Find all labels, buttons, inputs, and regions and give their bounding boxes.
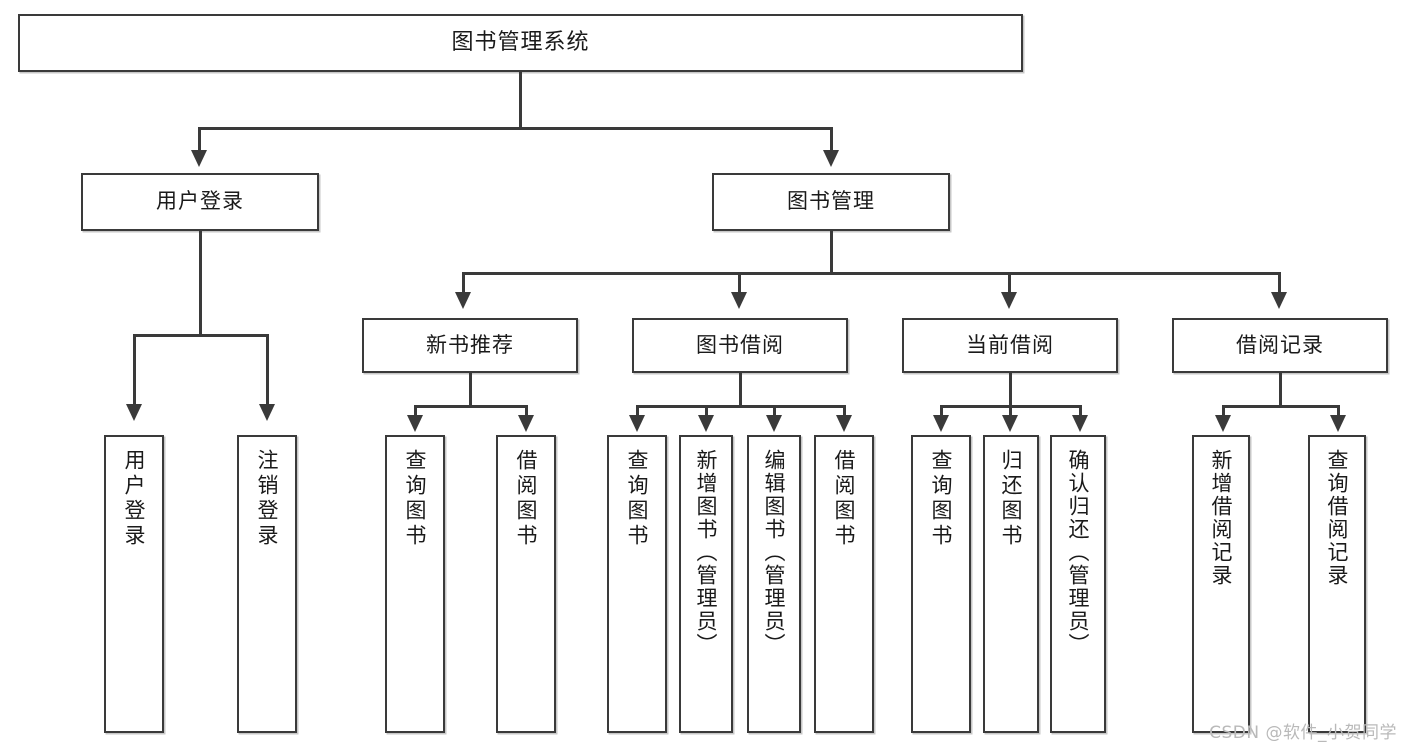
node-label: 图书管理系统 (451, 29, 590, 55)
arrowhead-to-user-login (191, 150, 207, 167)
leaf-query-record[interactable]: 查询借阅记录 (1308, 435, 1366, 733)
leaf-borrow-book-2[interactable]: 借阅图书 (814, 435, 874, 733)
leaf-label: 注销登录 (255, 449, 280, 549)
connector-currentborrow-drop-3 (1079, 405, 1082, 417)
connector-user-login-drop-1 (133, 334, 136, 406)
arrowhead-leaf-add-book (698, 415, 714, 432)
connector-book-manage-stem (830, 231, 833, 274)
connector-newbook-bus (414, 405, 527, 408)
leaf-label: 新增借阅记录 (1209, 449, 1234, 587)
connector-book-manage-drop-1 (462, 272, 465, 294)
arrowhead-leaf-query-book-2 (629, 415, 645, 432)
arrowhead-leaf-logout-login (259, 404, 275, 421)
node-label: 借阅记录 (1236, 332, 1324, 357)
connector-root-stem (519, 72, 522, 127)
arrowhead-leaf-add-record (1215, 415, 1231, 432)
node-new-book-recommend[interactable]: 新书推荐 (362, 318, 578, 373)
connector-newbook-drop-2 (525, 405, 528, 417)
leaf-confirm-return[interactable]: 确认归还（管理员） (1050, 435, 1106, 733)
arrowhead-leaf-query-record (1330, 415, 1346, 432)
connector-currentborrow-drop-2 (1009, 405, 1012, 417)
connector-root-drop-right (830, 127, 833, 152)
arrowhead-new-book-recommend (455, 292, 471, 309)
arrowhead-leaf-borrow-book-2 (836, 415, 852, 432)
connector-borrowrecord-stem (1279, 373, 1282, 407)
leaf-label: 查询图书 (625, 449, 650, 549)
arrowhead-book-borrow (731, 292, 747, 309)
node-label: 图书管理 (787, 189, 875, 214)
connector-borrowrecord-bus (1222, 405, 1339, 408)
leaf-query-book-1[interactable]: 查询图书 (385, 435, 445, 733)
node-label: 当前借阅 (966, 332, 1054, 357)
arrowhead-current-borrow (1001, 292, 1017, 309)
arrowhead-leaf-user-login (126, 404, 142, 421)
connector-book-manage-bus (462, 272, 1280, 275)
node-book-borrow[interactable]: 图书借阅 (632, 318, 848, 373)
leaf-label: 查询图书 (929, 449, 954, 549)
leaf-label: 用户登录 (122, 449, 147, 549)
connector-user-login-drop-2 (266, 334, 269, 406)
arrowhead-to-book-manage (823, 150, 839, 167)
connector-bookborrow-bus (636, 405, 845, 408)
arrowhead-leaf-query-book-3 (933, 415, 949, 432)
arrowhead-leaf-query-book-1 (407, 415, 423, 432)
connector-user-login-stem (199, 231, 202, 336)
leaf-label: 确认归还（管理员） (1066, 449, 1091, 656)
leaf-label: 借阅图书 (832, 449, 857, 549)
arrowhead-leaf-confirm-return (1072, 415, 1088, 432)
connector-bookborrow-drop-4 (843, 405, 846, 417)
connector-book-manage-drop-2 (738, 272, 741, 294)
connector-user-login-bus (133, 334, 268, 337)
leaf-label: 归还图书 (999, 449, 1024, 549)
connector-newbook-stem (469, 373, 472, 407)
connector-book-manage-drop-3 (1008, 272, 1011, 294)
connector-currentborrow-stem (1009, 373, 1012, 407)
leaf-edit-book[interactable]: 编辑图书（管理员） (747, 435, 801, 733)
connector-root-bus (198, 127, 832, 130)
leaf-label: 查询图书 (403, 449, 428, 549)
node-borrow-record[interactable]: 借阅记录 (1172, 318, 1388, 373)
leaf-borrow-book-1[interactable]: 借阅图书 (496, 435, 556, 733)
arrowhead-leaf-edit-book (766, 415, 782, 432)
connector-borrowrecord-drop-2 (1337, 405, 1340, 417)
connector-currentborrow-drop-1 (940, 405, 943, 417)
connector-borrowrecord-drop-1 (1222, 405, 1225, 417)
leaf-logout-login[interactable]: 注销登录 (237, 435, 297, 733)
connector-bookborrow-stem (739, 373, 742, 407)
leaf-add-book[interactable]: 新增图书（管理员） (679, 435, 733, 733)
arrowhead-leaf-return-book (1002, 415, 1018, 432)
connector-bookborrow-drop-2 (705, 405, 708, 417)
leaf-query-book-2[interactable]: 查询图书 (607, 435, 667, 733)
leaf-query-book-3[interactable]: 查询图书 (911, 435, 971, 733)
connector-bookborrow-drop-3 (773, 405, 776, 417)
node-label: 图书借阅 (696, 332, 784, 357)
leaf-label: 借阅图书 (514, 449, 539, 549)
leaf-label: 新增图书（管理员） (694, 449, 719, 656)
node-label: 新书推荐 (426, 332, 514, 357)
connector-bookborrow-drop-1 (636, 405, 639, 417)
leaf-return-book[interactable]: 归还图书 (983, 435, 1039, 733)
leaf-user-login[interactable]: 用户登录 (104, 435, 164, 733)
node-book-manage[interactable]: 图书管理 (712, 173, 950, 231)
arrowhead-leaf-borrow-book-1 (518, 415, 534, 432)
node-root-system[interactable]: 图书管理系统 (18, 14, 1023, 72)
leaf-label: 编辑图书（管理员） (762, 449, 787, 656)
node-label: 用户登录 (156, 189, 244, 214)
leaf-add-record[interactable]: 新增借阅记录 (1192, 435, 1250, 733)
node-user-login[interactable]: 用户登录 (81, 173, 319, 231)
connector-book-manage-drop-4 (1278, 272, 1281, 294)
node-current-borrow[interactable]: 当前借阅 (902, 318, 1118, 373)
arrowhead-borrow-record (1271, 292, 1287, 309)
leaf-label: 查询借阅记录 (1325, 449, 1350, 587)
connector-root-drop-left (198, 127, 201, 152)
connector-newbook-drop-1 (414, 405, 417, 417)
